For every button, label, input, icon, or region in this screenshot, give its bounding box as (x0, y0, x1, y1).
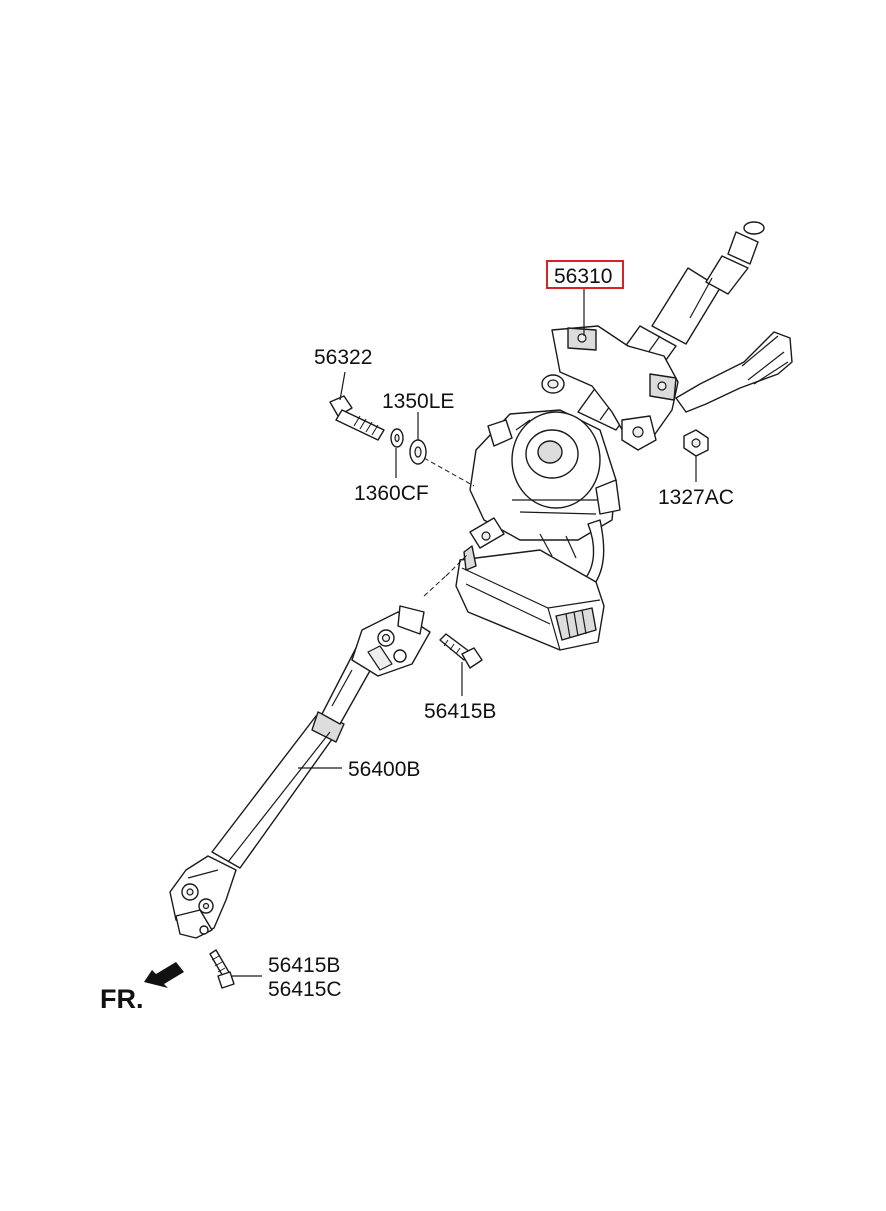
front-direction-arrow-icon (144, 962, 184, 988)
label-56310: 56310 (554, 265, 612, 288)
steering-column-assembly (423, 221, 793, 651)
nut-1327ac (683, 429, 709, 457)
bolt-56415b-upper (439, 633, 483, 669)
bolt-56415b-56415c-lower (209, 949, 235, 989)
label-56415b-lower: 56415B (268, 954, 340, 977)
label-1350le: 1350LE (382, 390, 454, 413)
front-direction-label: FR. (100, 984, 144, 1014)
washer-1350le (409, 439, 427, 465)
lower-universal-joint (169, 855, 237, 939)
bolt-56322 (329, 395, 385, 441)
label-56415b-upper: 56415B (424, 700, 496, 723)
label-1360cf: 1360CF (354, 482, 429, 505)
washer-1360cf (390, 428, 404, 448)
label-56415c: 56415C (268, 978, 342, 1001)
label-56322: 56322 (314, 346, 372, 369)
label-1327ac: 1327AC (658, 486, 734, 509)
leader-lines (232, 288, 697, 977)
upper-universal-joint (351, 605, 431, 677)
highlight-box-56310 (546, 260, 624, 289)
label-56400b: 56400B (348, 758, 420, 781)
intermediate-shaft (169, 605, 431, 939)
